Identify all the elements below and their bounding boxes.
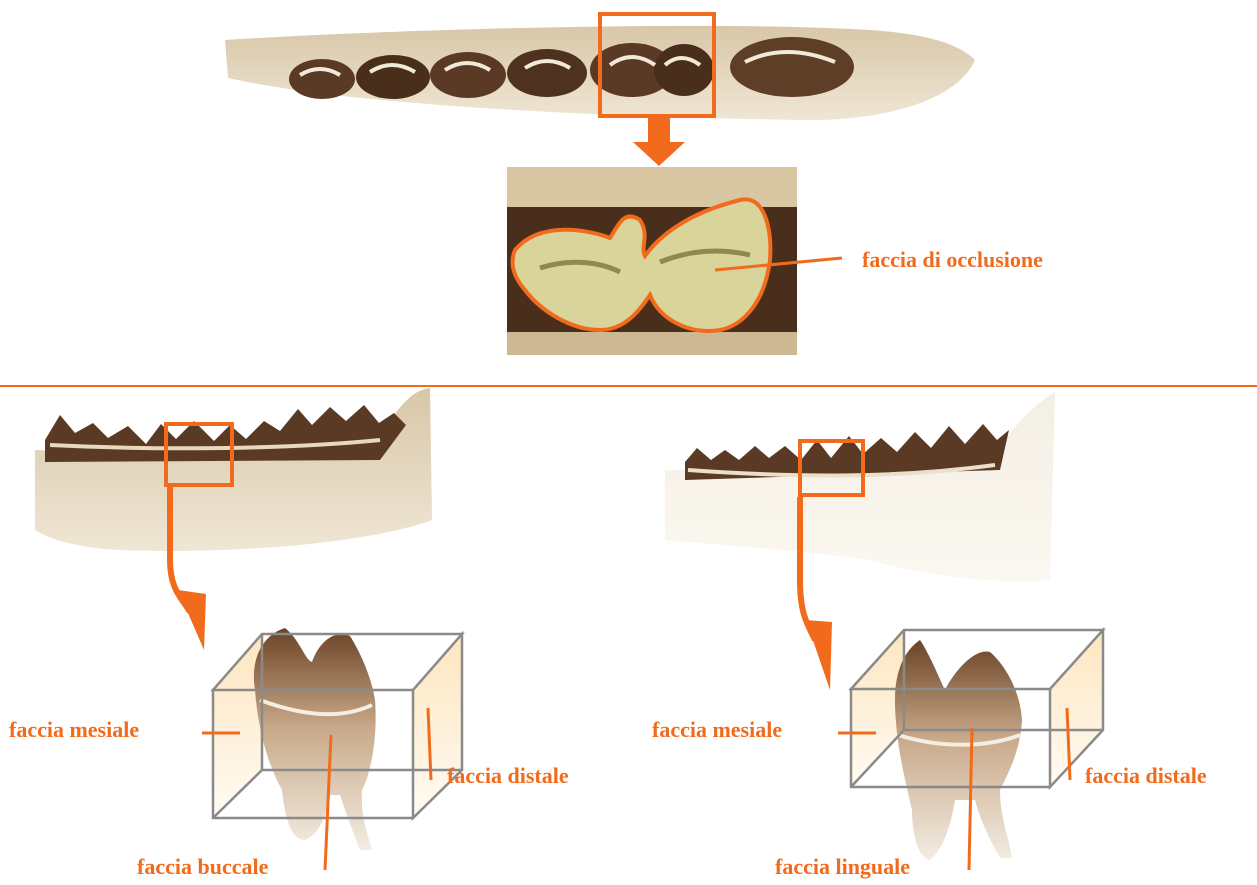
right-molar-3d-box: [851, 630, 1103, 860]
left-molar-3d-box: [213, 628, 462, 850]
label-right-lingual-face: faccia linguale: [775, 856, 910, 878]
label-left-mesial-face: faccia mesiale: [9, 719, 139, 741]
label-left-distal-face: faccia distale: [447, 765, 569, 787]
jaw-buccal-view: [35, 388, 432, 551]
jaw-occlusal-view: [225, 14, 975, 120]
down-arrow-icon: [633, 118, 685, 166]
zoomed-occlusal-detail: [507, 167, 797, 355]
jaw-lingual-view: [665, 392, 1055, 581]
left-molar: [254, 628, 376, 850]
label-right-mesial-face: faccia mesiale: [652, 719, 782, 741]
label-left-buccal-face: faccia buccale: [137, 856, 268, 878]
label-right-distal-face: faccia distale: [1085, 765, 1207, 787]
label-occlusal-face: faccia di occlusione: [862, 249, 1043, 271]
right-molar: [895, 640, 1022, 860]
